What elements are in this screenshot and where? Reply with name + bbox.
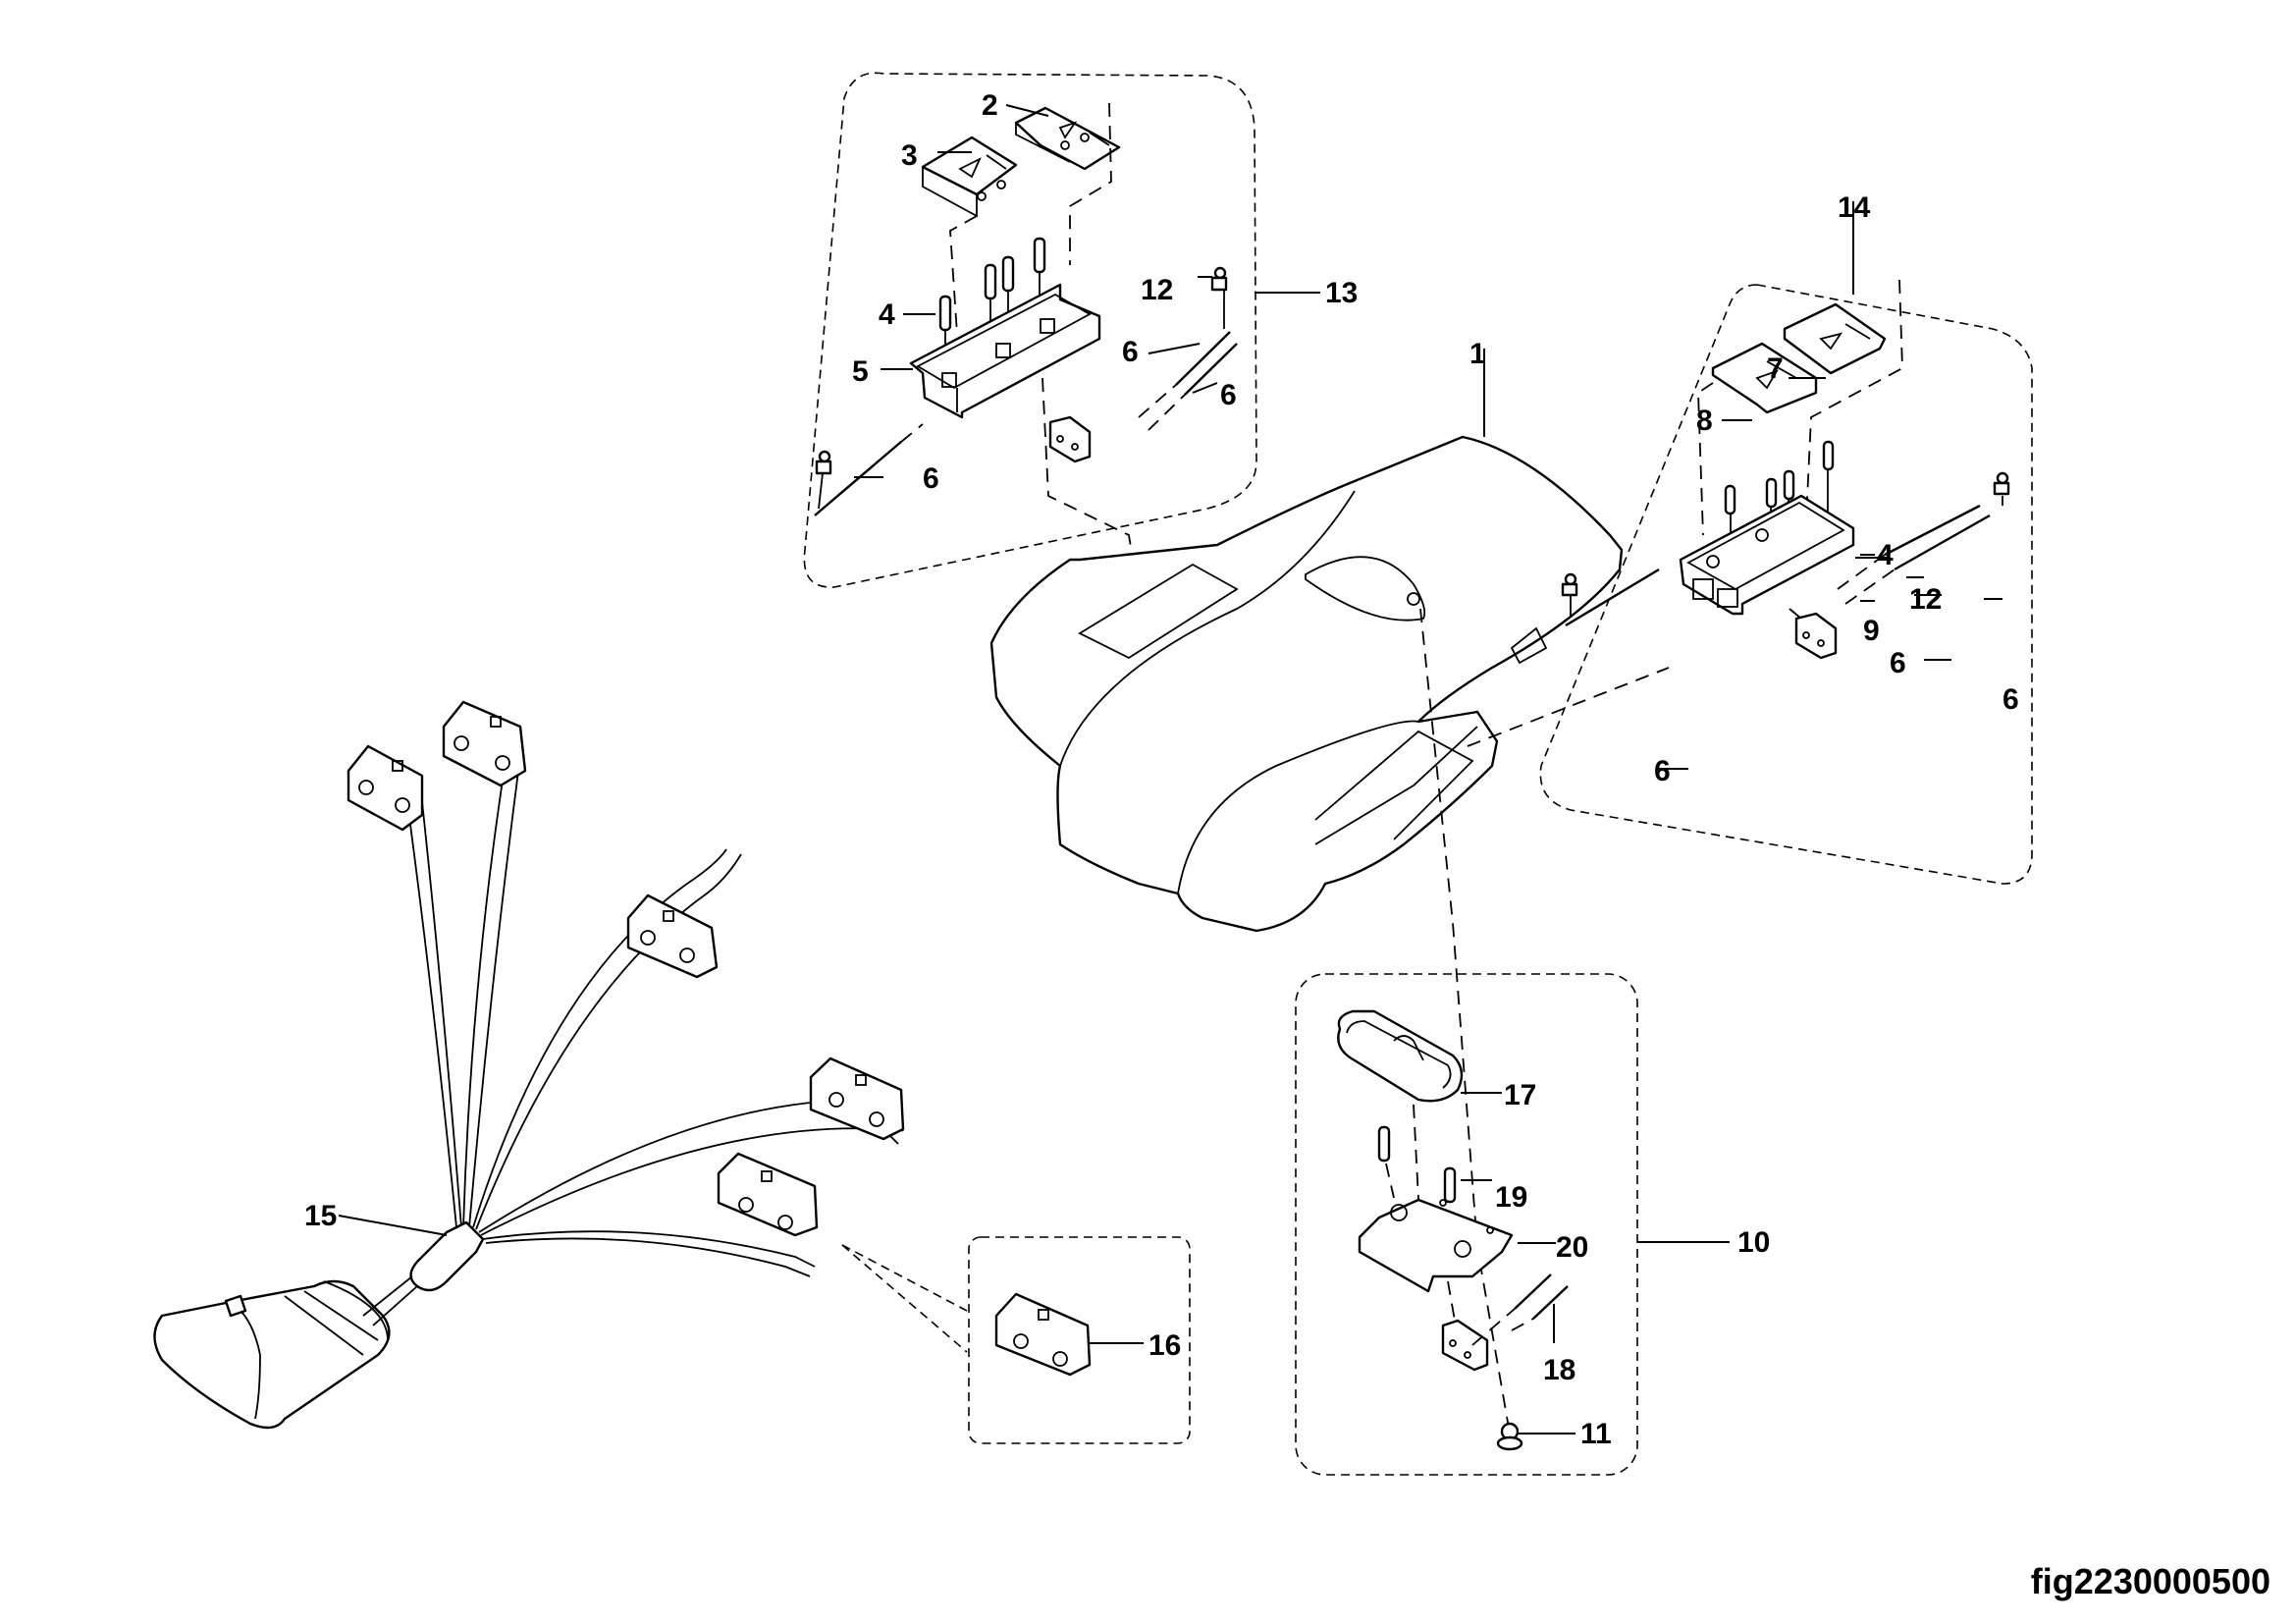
callout-14: 14	[1838, 191, 1871, 224]
callout-13: 13	[1325, 277, 1358, 309]
callout-6-b: 6	[1220, 379, 1237, 411]
callout-12-b: 12	[1909, 583, 1942, 616]
group-13-boundary	[803, 72, 1257, 588]
part-2-cover[interactable]	[1014, 106, 1121, 171]
harness-switch-5[interactable]	[717, 1152, 819, 1237]
part-3-cover[interactable]	[921, 135, 1018, 218]
part-5-frame[interactable]	[909, 283, 1101, 419]
part-8-cover[interactable]	[1711, 342, 1818, 414]
part-6-rods-a[interactable]	[814, 331, 1238, 516]
part-12-clip-b[interactable]	[815, 450, 832, 475]
callout-labels: 1 2 3 4 5 12 13 6 6 6 14 7 8 4 12 9 6 6 …	[304, 89, 2019, 1450]
part-12-clip-d[interactable]	[1561, 572, 1578, 597]
callout-4-a: 4	[879, 298, 895, 331]
group-16-boundary	[968, 1236, 1191, 1444]
assembly-10	[1295, 973, 1638, 1476]
part-microswitch-13[interactable]	[1048, 415, 1092, 463]
callout-18: 18	[1543, 1354, 1575, 1386]
harness-switch-4[interactable]	[809, 1056, 905, 1141]
part-17-button[interactable]	[1337, 1009, 1464, 1103]
callout-19: 19	[1495, 1181, 1527, 1214]
harness-switch-3[interactable]	[626, 893, 719, 979]
callout-1: 1	[1469, 338, 1486, 370]
part-11-screw[interactable]	[1496, 1422, 1523, 1451]
part-20-plate[interactable]	[1358, 1198, 1514, 1293]
callout-17: 17	[1504, 1079, 1536, 1111]
callout-8: 8	[1696, 405, 1713, 437]
part-6-rods-b[interactable]	[1565, 504, 1991, 627]
callout-6-a: 6	[1122, 336, 1139, 368]
part-12-clip-a[interactable]	[1210, 266, 1228, 292]
assembly-13	[803, 72, 1257, 610]
callout-20: 20	[1556, 1231, 1588, 1264]
callout-11: 11	[1580, 1418, 1612, 1450]
part-18-pins[interactable]	[1514, 1273, 1569, 1320]
callout-5: 5	[852, 355, 869, 388]
callout-6-c: 6	[923, 462, 939, 495]
part-12-clip-c[interactable]	[1993, 471, 2010, 496]
part-microswitch-14[interactable]	[1794, 612, 1838, 660]
assembly-14	[1539, 279, 2033, 885]
part-7-cover[interactable]	[1783, 302, 1887, 375]
harness-switch-2[interactable]	[442, 700, 527, 787]
part-15-harness[interactable]	[153, 755, 904, 1430]
detail-16	[968, 1236, 1191, 1444]
callout-15: 15	[304, 1200, 337, 1232]
group-10-boundary	[1295, 973, 1638, 1476]
leader-lines	[338, 104, 2002, 1435]
callout-16: 16	[1148, 1329, 1181, 1362]
harness-switch-1[interactable]	[347, 744, 424, 832]
group-14-boundary	[1539, 284, 2033, 885]
callout-9: 9	[1863, 615, 1880, 647]
part-microswitch-10[interactable]	[1441, 1319, 1489, 1372]
callout-2: 2	[982, 89, 998, 122]
callout-4-b: 4	[1877, 539, 1894, 571]
callout-12-a: 12	[1141, 274, 1173, 306]
callout-6-e: 6	[2002, 683, 2019, 716]
callout-10: 10	[1737, 1226, 1770, 1259]
part-1-housing[interactable]	[989, 435, 1624, 933]
callout-6-d: 6	[1890, 647, 1906, 679]
callout-3: 3	[901, 139, 918, 172]
figure-id: fig2230000500	[2030, 1561, 2270, 1601]
part-16-microswitch[interactable]	[994, 1292, 1092, 1377]
callout-6-f: 6	[1654, 755, 1671, 787]
part-19-springs[interactable]	[1377, 1125, 1457, 1204]
part-9-frame[interactable]	[1679, 494, 1855, 616]
callout-7: 7	[1767, 352, 1784, 385]
